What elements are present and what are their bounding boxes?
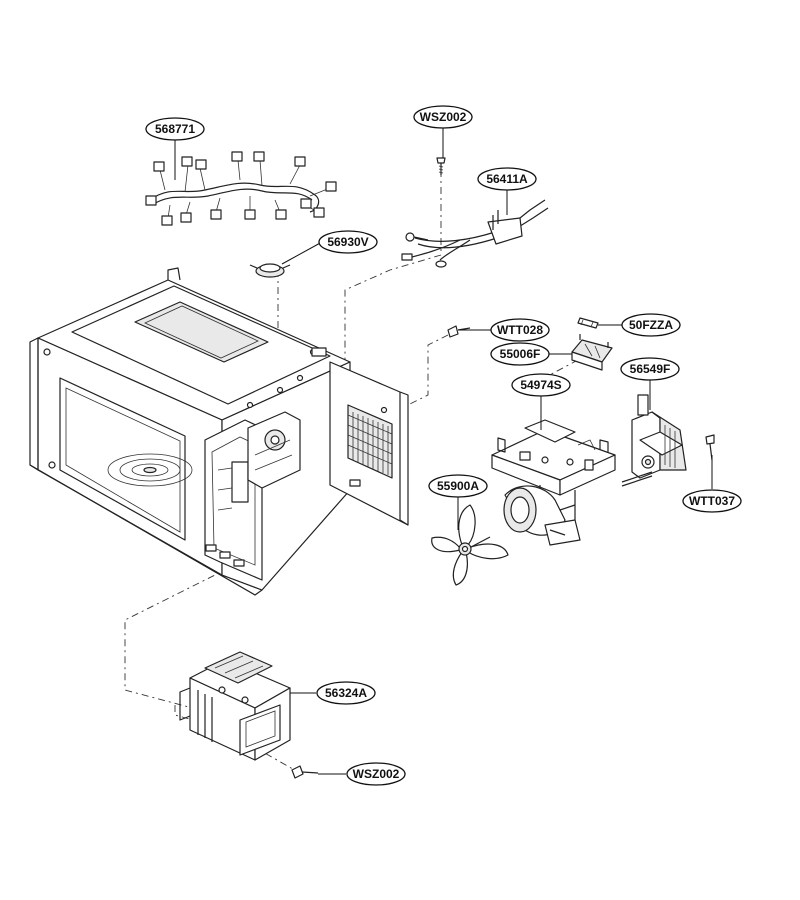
callout-56324a: 56324A	[316, 681, 376, 705]
leader-lines	[174, 128, 713, 775]
callout-label: 54974S	[520, 378, 561, 392]
magnetron	[179, 651, 291, 761]
callout-wtt037: WTT037	[682, 489, 742, 513]
microwave-cabinet	[29, 267, 409, 596]
screw	[291, 765, 319, 779]
screw	[705, 434, 715, 461]
wire-harness	[145, 151, 337, 226]
callout-56411a: 56411A	[477, 167, 537, 191]
fuse-holder	[571, 334, 613, 371]
callout-wsz002-bottom: WSZ002	[346, 762, 406, 786]
callout-55900a: 55900A	[428, 474, 488, 498]
fan-bracket	[621, 394, 687, 487]
callout-label: 56324A	[325, 686, 367, 700]
callout-wsz002-top: WSZ002	[413, 105, 473, 129]
callout-label: 50FZZA	[629, 318, 673, 332]
callout-label: 56411A	[486, 172, 528, 186]
callout-55006f: 55006F	[490, 342, 550, 366]
callout-label: WSZ002	[420, 110, 467, 124]
callout-54974s: 54974S	[511, 373, 571, 397]
callout-wtt028: WTT028	[490, 318, 550, 342]
fuse	[577, 317, 599, 329]
fan-motor-bracket	[491, 419, 616, 536]
callout-label: 55900A	[437, 479, 479, 493]
vent-grid	[347, 404, 393, 479]
screw	[436, 157, 446, 175]
callout-label: 56930V	[327, 235, 368, 249]
callout-56549f: 56549F	[620, 357, 680, 381]
fan-motor	[503, 485, 581, 546]
fan-blade	[431, 504, 509, 586]
callout-label: 568771	[155, 122, 195, 136]
callout-50fzza: 50FZZA	[621, 313, 681, 337]
thermostat	[249, 263, 291, 278]
power-cord	[401, 199, 549, 268]
callout-56930v: 56930V	[318, 230, 378, 254]
callout-label: WTT037	[689, 494, 735, 508]
callout-568771: 568771	[145, 117, 205, 141]
callout-label: 55006F	[500, 347, 541, 361]
callout-label: WSZ002	[353, 767, 400, 781]
callout-label: WTT028	[497, 323, 543, 337]
screw	[447, 325, 471, 338]
callout-label: 56549F	[630, 362, 671, 376]
